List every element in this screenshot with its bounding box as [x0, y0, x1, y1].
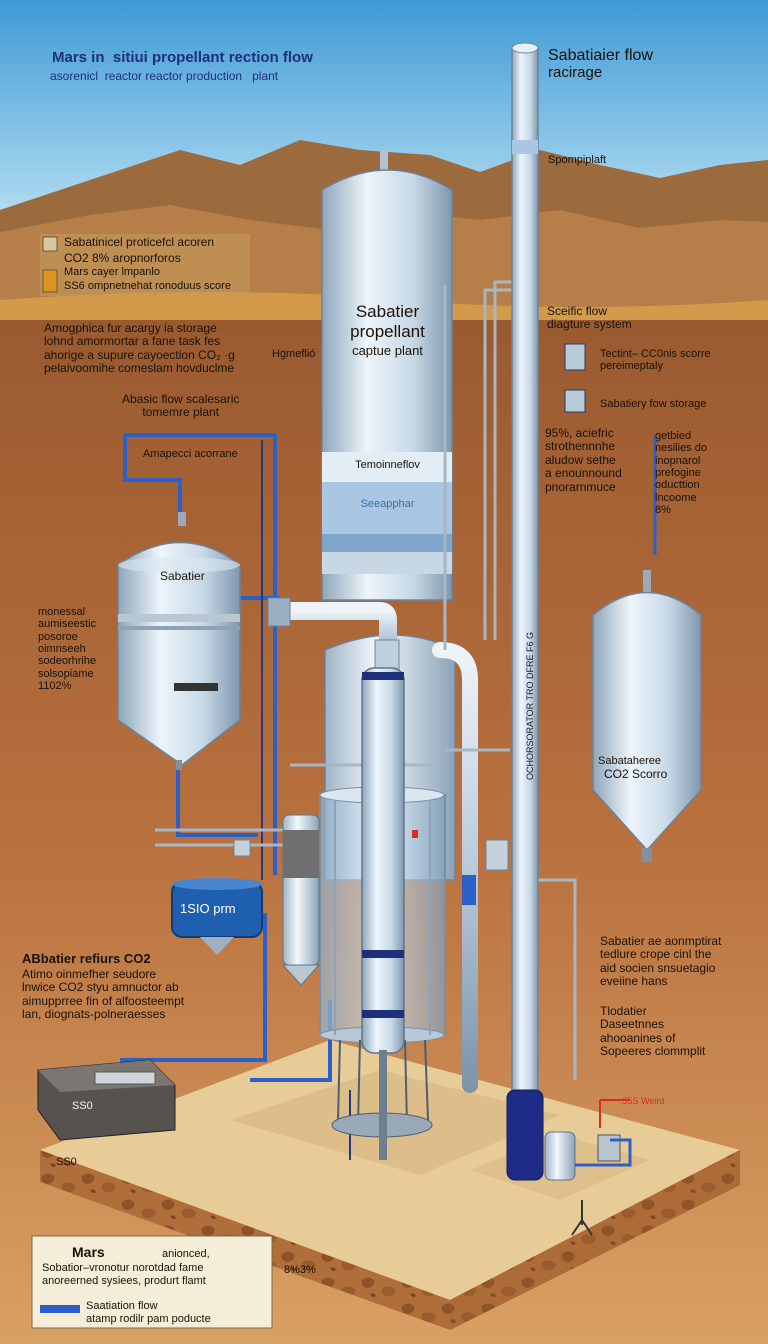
pad-box-label: SS0 [72, 1100, 93, 1112]
panel-right-word: anionced, [162, 1248, 210, 1260]
refiurs-body: Atimo oinmefher seudore lnwice CO2 styu … [22, 967, 185, 1022]
diag-system-title: Sceific flow diagture system [547, 304, 632, 332]
pad-label-2: SS0 [56, 1156, 77, 1168]
legend-item-4: SS6 ompnetnehat ronoduus score [64, 280, 231, 292]
top-right-title-2: racirage [548, 64, 603, 81]
refiurs-title: ABbatier refiurs CO2 [22, 951, 151, 966]
panel-pct: 8%3% [284, 1264, 316, 1276]
tower-title-3: captue plant [352, 343, 423, 358]
title-line-2: asorenicl reactor reactor production pla… [50, 69, 279, 83]
pump-label: 1SIO prm [180, 901, 236, 916]
top-right-title-1: Sabatiaier flow [548, 47, 653, 64]
top-right-small-label: Spompiplaft [548, 154, 607, 166]
right-tank-label-1: Sabataheree [598, 755, 661, 767]
marker-label: .55S Weird [620, 1096, 665, 1106]
side-note: monessal aumiseestic posoroe oimnseeh so… [38, 606, 97, 692]
panel-line-1: Sobatior–vronotur norotdad fame [42, 1262, 204, 1274]
storage-note: Amogphica fur acargy ia storage lohnd am… [44, 321, 235, 376]
tower-band-label: Temoinneflov [355, 459, 420, 471]
right-tank-label-2: CO2 Scorro [604, 767, 668, 781]
left-tank-label: Sabatier [160, 569, 205, 583]
hgmeflo-label: Hgmeflió [272, 348, 316, 360]
right-item-2: Sabatiery fow storage [600, 398, 707, 410]
getbied-note: getbied nesilies do inopnarol prefogine … [655, 430, 707, 516]
ampe-label: Amapecci acorrane [143, 448, 238, 460]
legend-item-2: CO2 8% aropnorforos [64, 251, 181, 265]
tower-title-1: Sabatier [355, 302, 420, 321]
bottom-note-1: Sabatier ae aonmptirat tedlure crope cin… [600, 934, 722, 989]
tower-title-2: propellant [350, 322, 425, 341]
panel-legend-1: Saatiation flow [86, 1300, 158, 1312]
panel-mars: Mars [72, 1244, 105, 1260]
tower-band-label-2: Seeapphar [360, 498, 415, 510]
right-item-1: Tectint– CC0nis scorre pereimeptaly [600, 348, 711, 373]
title-line-1: Mars in sitiui propellant rection flow [52, 49, 313, 66]
panel-line-2: anoreerned sysiees, produrt flamt [42, 1275, 206, 1287]
bottom-note-2: Tlodatier Daseetnnes ahooanines of Sopee… [600, 1004, 706, 1059]
p95-note: 95%, aciefric strothennnhe aludow sethe … [545, 426, 622, 494]
panel-legend-2: atamp rodilr pam poducte [86, 1313, 211, 1325]
legend-item-3: Mars cayer lmpanlo [64, 266, 160, 278]
pole-vertical-text: OCHORSORATOR TRO DFRE F6 G [525, 631, 535, 780]
legend-item-1: Sabatinicel proticefcl acoren [64, 235, 215, 249]
flow-scale-label: Abasic flow scalesaric tomemre plant [122, 392, 240, 420]
